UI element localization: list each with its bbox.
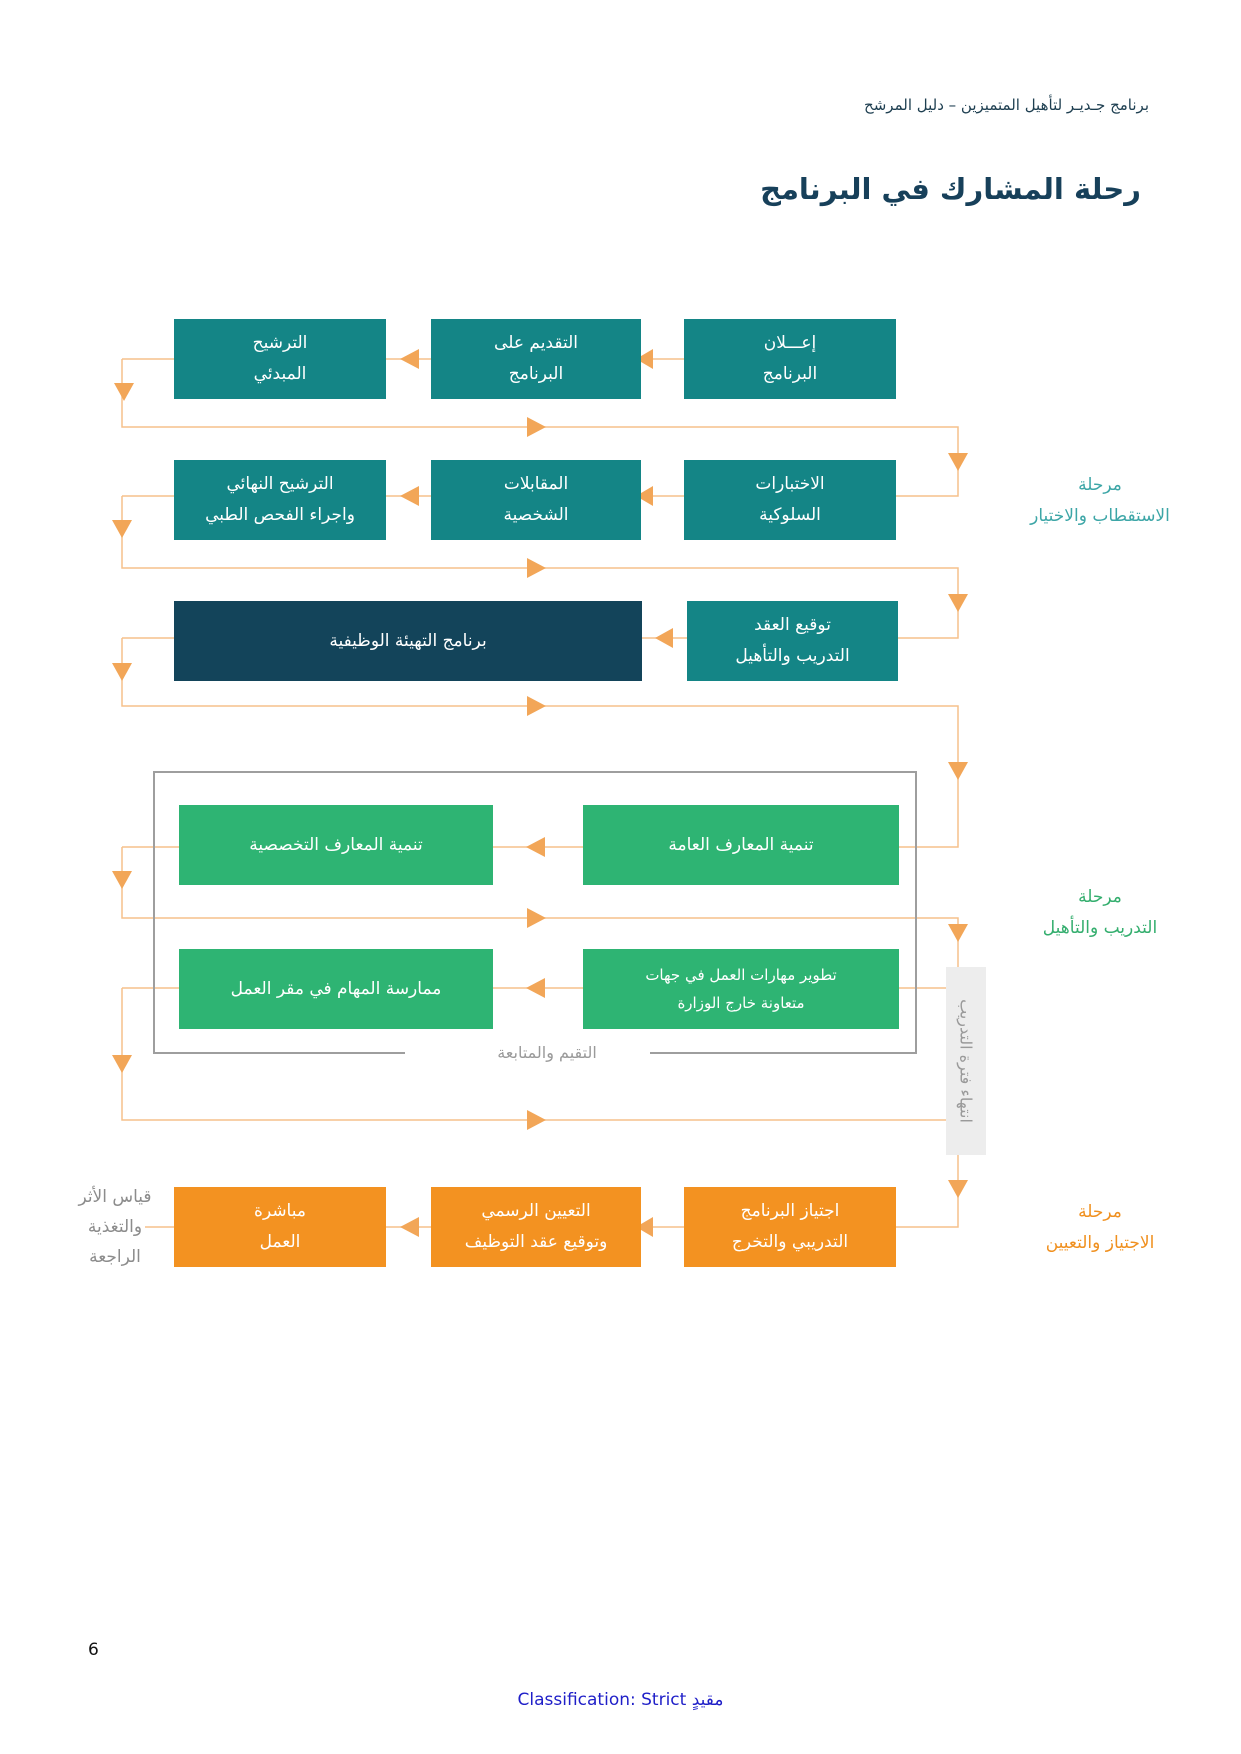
impact-feedback-label: قياس الأثر والتغذية الراجعة: [60, 1182, 170, 1272]
pass-program-box: اجتياز البرنامج التدريبي والتخرج: [684, 1187, 896, 1267]
final-line-1: الترشيح النهائي: [226, 474, 334, 494]
start-work-box: مباشرة العمل: [174, 1187, 386, 1267]
final-nomination-box: الترشيح النهائي واجراء الفحص الطبي: [174, 460, 386, 540]
feedback-line-1: قياس الأثر: [78, 1187, 152, 1207]
apply-line-2: البرنامج: [508, 364, 564, 384]
page-title: رحلة المشارك في البرنامج: [760, 172, 1141, 206]
specialized-knowledge-box: تنمية المعارف التخصصية: [179, 805, 493, 885]
page-number: 6: [88, 1640, 99, 1660]
apply-line-1: التقديم على: [494, 333, 578, 353]
workplace-tasks-box: ممارسة المهام في مقر العمل: [179, 949, 493, 1029]
announce-line-1: إعـــلان: [763, 333, 817, 353]
external-line-2: متعاونة خارج الوزارة: [677, 994, 805, 1012]
appoint-line-2: وتوقيع عقد التوظيف: [464, 1232, 608, 1252]
final-line-2: واجراء الفحص الطبي: [205, 505, 355, 525]
phase-appointment-label: مرحلة الاجتياز والتعيين: [1020, 1197, 1180, 1259]
external-skills-box: تطوير مهارات العمل في جهات متعاونة خارج …: [583, 949, 899, 1029]
sign-contract-box: توقيع العقد التدريب والتأهيل: [687, 601, 898, 681]
start-line-1: مباشرة: [254, 1201, 306, 1221]
classification-label: Classification: Strict مقيدٍ: [517, 1690, 724, 1710]
official-appointment-box: التعيين الرسمي وتوقيع عقد التوظيف: [431, 1187, 641, 1267]
initial-nomination-box: الترشيح المبدئي: [174, 319, 386, 399]
phase-selection-line-1: مرحلة: [1078, 475, 1122, 495]
external-line-1: تطوير مهارات العمل في جهات: [645, 966, 837, 984]
general-label: تنمية المعارف العامة: [668, 834, 814, 855]
specialized-label: تنمية المعارف التخصصية: [249, 834, 423, 855]
evaluation-label: التقيم والمتابعة: [497, 1043, 597, 1062]
interviews-line-1: المقابلات: [503, 474, 569, 494]
header-guide-title: برنامج جـديـر لتأهيل المتميزين – دليل ال…: [864, 96, 1149, 114]
phase-selection-line-2: الاستقطاب والاختيار: [1030, 506, 1170, 526]
announce-program-box: إعـــلان البرنامج: [684, 319, 896, 399]
tests-line-1: الاختبارات: [755, 474, 825, 494]
initial-line-1: الترشيح: [252, 333, 308, 353]
apply-program-box: التقديم على البرنامج: [431, 319, 641, 399]
initial-line-2: المبدئي: [253, 364, 307, 384]
training-end-label: انتهاء فترة التدريب: [956, 999, 976, 1123]
appoint-line-1: التعيين الرسمي: [481, 1201, 591, 1221]
pass-line-2: التدريبي والتخرج: [731, 1232, 849, 1252]
personal-interviews-box: المقابلات الشخصية: [431, 460, 641, 540]
behavioral-tests-box: الاختبارات السلوكية: [684, 460, 896, 540]
announce-line-2: البرنامج: [762, 364, 818, 384]
feedback-line-3: الراجعة: [89, 1247, 141, 1267]
phase-training-line-2: التدريب والتأهيل: [1042, 918, 1158, 938]
phase-appointment-line-2: الاجتياز والتعيين: [1045, 1233, 1155, 1253]
phase-appointment-line-1: مرحلة: [1078, 1202, 1122, 1222]
training-end-bar: [946, 967, 986, 1155]
pass-line-1: اجتياز البرنامج: [740, 1201, 840, 1221]
phase-selection-label: مرحلة الاستقطاب والاختيار: [1010, 470, 1190, 532]
contract-line-2: التدريب والتأهيل: [735, 646, 850, 666]
contract-line-1: توقيع العقد: [754, 615, 831, 635]
tests-line-2: السلوكية: [759, 505, 821, 525]
onboarding-program-box: برنامج التهيئة الوظيفية: [174, 601, 642, 681]
onboarding-label: برنامج التهيئة الوظيفية: [329, 630, 487, 651]
feedback-line-2: والتغذية: [87, 1217, 143, 1237]
workplace-label: ممارسة المهام في مقر العمل: [230, 978, 442, 999]
interviews-line-2: الشخصية: [503, 505, 569, 525]
phase-training-label: مرحلة التدريب والتأهيل: [1020, 882, 1180, 944]
phase-training-line-1: مرحلة: [1078, 887, 1122, 907]
general-knowledge-box: تنمية المعارف العامة: [583, 805, 899, 885]
start-line-2: العمل: [259, 1232, 301, 1252]
